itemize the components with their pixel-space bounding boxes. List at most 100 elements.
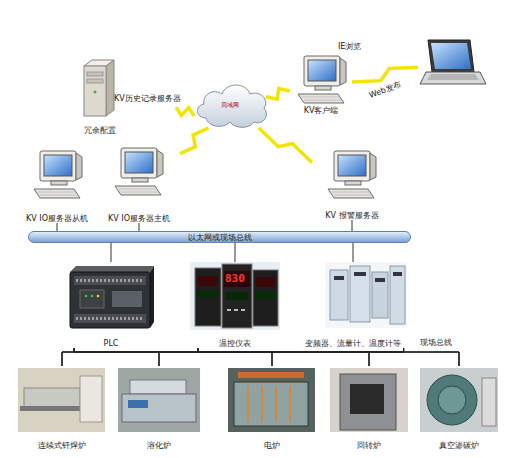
plc-led [91, 295, 94, 298]
device-node-text: 温控仪表 [219, 339, 251, 348]
laptop-base [420, 72, 486, 84]
plc-led [97, 295, 100, 298]
display-digits: 830 [225, 273, 245, 285]
bus-wire [111, 243, 112, 262]
furnace-node: 连续式钎焊炉 [16, 366, 108, 450]
computer-node-text: KV客户端 [304, 106, 339, 115]
device-node: 变频器、流量计、温度计等 [298, 262, 408, 348]
bus-wire [74, 348, 272, 366]
device-node: PLC [68, 262, 154, 348]
furnace-machine [122, 394, 196, 422]
furnace-node-text: 连续式钎焊炉 [38, 441, 86, 450]
bus-band-text: 以太网或现场总线 [188, 233, 252, 242]
furnace-node: 回转炉 [328, 366, 410, 450]
cloud-node: 局域网 [194, 80, 266, 128]
bus-wire [159, 348, 404, 366]
computer-node: KV客户端 [290, 55, 352, 115]
furnace-hood [130, 380, 186, 394]
computer-node-text: KV 报警服务器 [325, 211, 378, 220]
bus-wire [62, 348, 74, 366]
computer-icon [298, 56, 346, 103]
computer-icon [34, 151, 82, 198]
computer-icon [115, 148, 163, 195]
inverter-keypad [334, 274, 402, 280]
cloud-node-text: 局域网 [221, 101, 239, 108]
server-led [94, 91, 97, 94]
furnace-photo [228, 368, 315, 432]
furnace-machine [234, 382, 308, 426]
furnace-node: 溶化炉 [116, 366, 202, 450]
computer-node-text: KV IO服务器从机 [26, 214, 88, 223]
server-side [106, 60, 114, 116]
bus-wire [159, 348, 198, 366]
laptop-keys [427, 74, 479, 80]
bus-band: 以太网或现场总线 [28, 231, 411, 243]
controller-display [256, 291, 275, 299]
laptop-lid [428, 40, 474, 72]
photo-background [325, 262, 407, 328]
controller-display [198, 276, 218, 286]
bus-wire [74, 348, 369, 366]
controller-display [226, 292, 248, 300]
device-node-text: 变频器、流量计、温度计等 [305, 339, 401, 348]
furnace-node-text: 电炉 [264, 441, 280, 450]
network-cloud [197, 85, 266, 127]
bus-wire [139, 223, 140, 231]
bus-wire [235, 243, 236, 262]
bus-wire [74, 348, 159, 366]
controller-keys [227, 309, 245, 311]
furnace-machine [24, 388, 80, 408]
bus-wire [198, 348, 369, 366]
plc-side [150, 266, 154, 328]
vacuum-chamber [427, 375, 477, 425]
controller-display [224, 271, 250, 287]
furnace-tray [238, 372, 304, 378]
plc-cover [112, 291, 142, 307]
furnace-door [350, 384, 384, 414]
server-node: KV历史记录服务器 [84, 58, 176, 116]
furnace-node-text: 回转炉 [357, 441, 381, 450]
computer-node-text: KV IO服务器主机 [108, 214, 170, 223]
device-node-text: PLC [104, 339, 119, 348]
server-node-text: KV历史记录服务器 [114, 94, 181, 103]
bus-wire [198, 348, 272, 366]
edge-label: Web发布 [368, 80, 403, 100]
bus-wire [62, 348, 198, 366]
server-drive [87, 72, 103, 76]
plc-top [70, 266, 154, 272]
furnace-cabinet [80, 376, 102, 422]
lightning-link [259, 128, 312, 162]
photo-background [190, 262, 280, 330]
plc-screws [76, 281, 144, 319]
bus-wire [57, 223, 58, 231]
controller-display [198, 290, 218, 298]
furnace-node-text: 溶化炉 [147, 441, 171, 450]
plc-panel [80, 290, 104, 308]
note-label: 冗余配置 [84, 126, 116, 135]
lightning-link [176, 107, 194, 116]
controller-unit [253, 270, 278, 326]
furnace-body [340, 374, 396, 430]
control-panel [482, 378, 496, 426]
furnace-photo [118, 368, 200, 432]
server-drive [87, 79, 103, 83]
furnace-photo [420, 368, 498, 432]
bus-wire [404, 348, 459, 366]
computer-node: KV 报警服务器 [312, 148, 392, 220]
controller-display [256, 277, 275, 287]
lightning-link [180, 128, 208, 154]
bus-wire [352, 220, 353, 231]
controller-unit [195, 268, 221, 326]
furnace-node: 真空渗碳炉 [418, 366, 500, 450]
bus-wire [62, 348, 404, 366]
bus-wire [272, 348, 404, 366]
furnace-cables [248, 386, 290, 422]
computer-node: KV IO服务器从机 [18, 148, 96, 223]
furnace-node-text: 真空渗碳炉 [439, 441, 479, 450]
server-front [84, 66, 106, 116]
laptop-screen [431, 43, 471, 69]
